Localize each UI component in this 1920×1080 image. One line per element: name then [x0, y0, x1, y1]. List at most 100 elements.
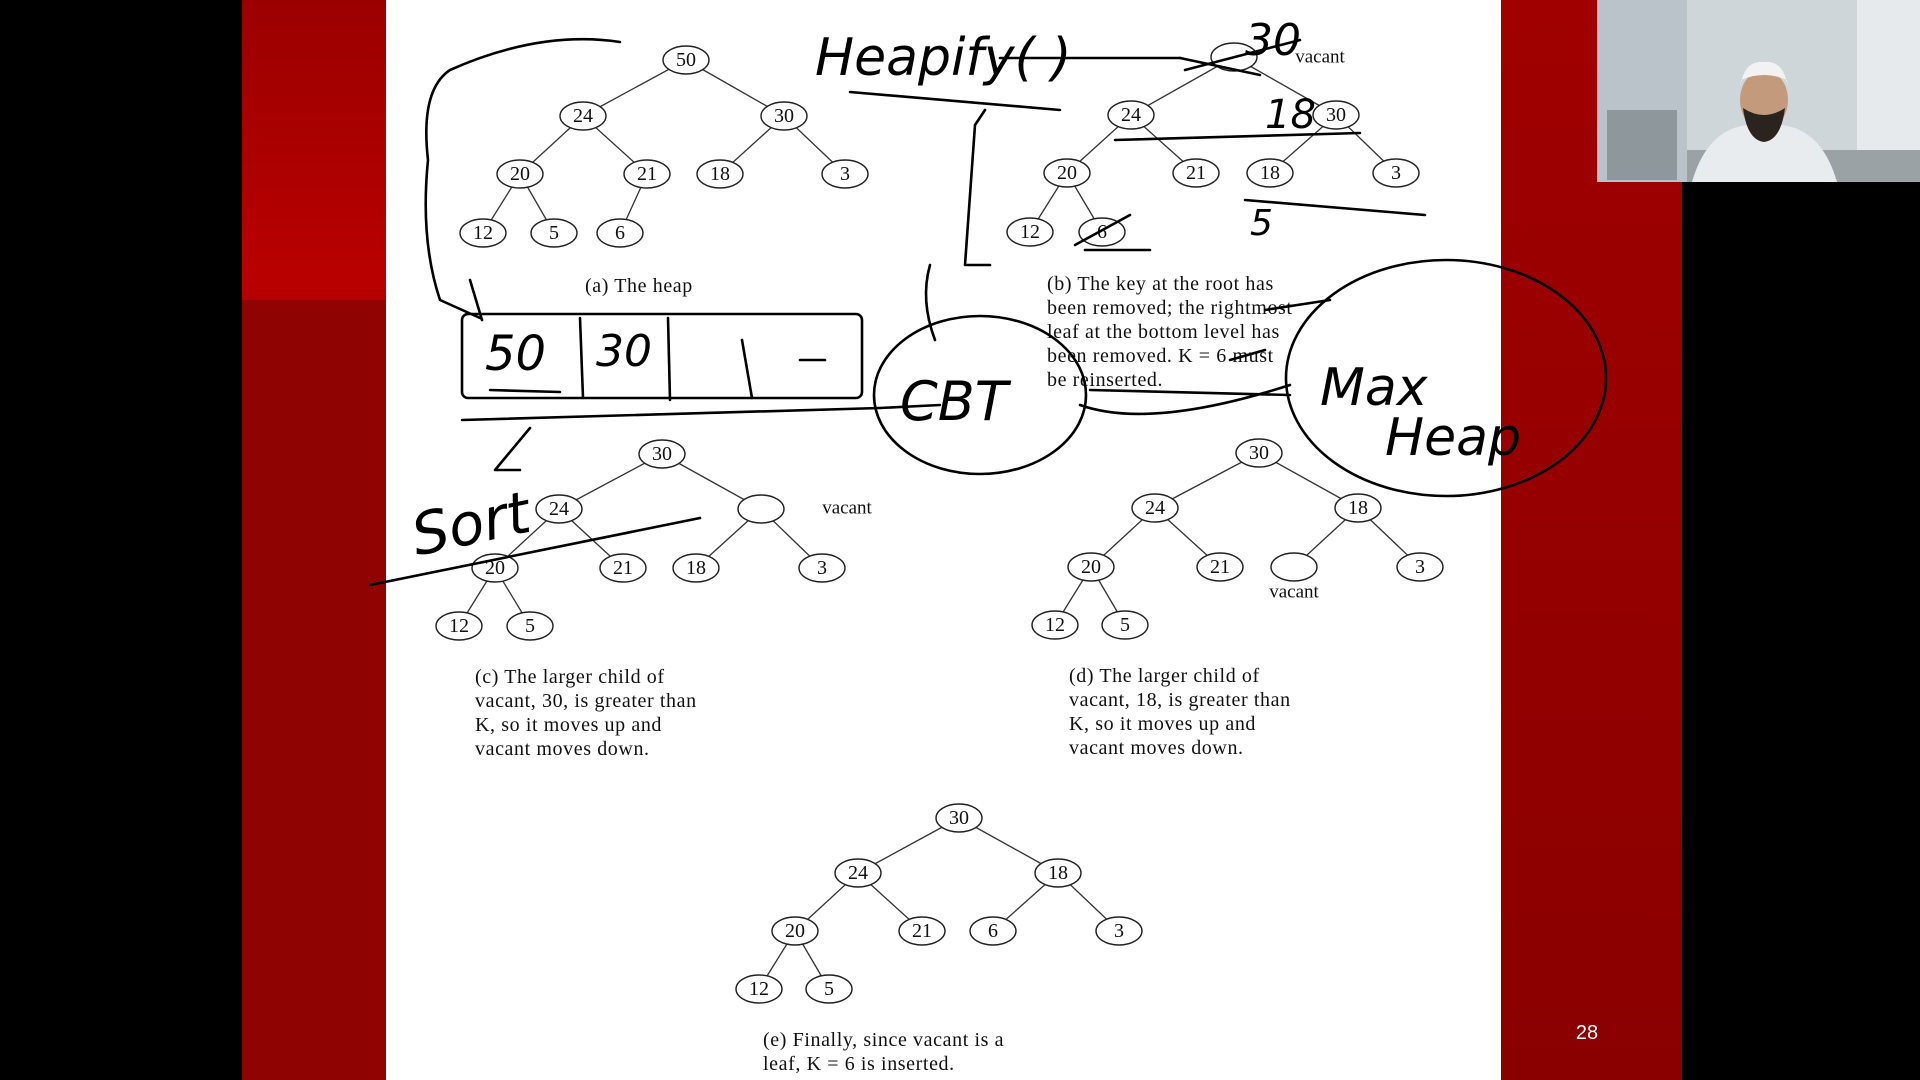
tree-node: 24	[1131, 493, 1179, 523]
tree-node: 3	[1396, 552, 1444, 582]
tree-node: 3	[821, 159, 869, 189]
svg-text:30: 30	[1326, 104, 1346, 126]
svg-text:30: 30	[774, 105, 794, 127]
cbt-annotation: CBT	[900, 370, 1012, 433]
svg-text:18: 18	[1348, 497, 1368, 519]
caption-a: (a) The heap	[585, 275, 693, 297]
svg-text:30: 30	[949, 807, 969, 829]
tree-node	[737, 494, 785, 524]
svg-text:leaf, K = 6 is inserted.: leaf, K = 6 is inserted.	[763, 1053, 955, 1075]
tree-b: vacant 24 30 20 21 18 3 12 6 (b) The key…	[1006, 42, 1420, 391]
svg-text:(c) The larger child of: (c) The larger child of	[475, 666, 665, 688]
svg-text:3: 3	[1415, 556, 1425, 578]
svg-text:K, so it moves up and: K, so it moves up and	[1069, 713, 1256, 735]
svg-text:12: 12	[1045, 614, 1065, 636]
tree-node: 18	[1246, 158, 1294, 188]
tree-node: 18	[696, 159, 744, 189]
svg-text:(d) The larger child of: (d) The larger child of	[1069, 665, 1260, 687]
svg-text:6: 6	[1097, 221, 1107, 243]
svg-text:5: 5	[1120, 614, 1130, 636]
scribble-30: 30	[1245, 15, 1301, 66]
tree-node: 12	[459, 218, 507, 248]
tree-node: 3	[798, 553, 846, 583]
tree-node: 20	[471, 553, 519, 583]
svg-text:been removed; the rightmost: been removed; the rightmost	[1047, 297, 1293, 319]
tree-node: 18	[1034, 858, 1082, 888]
svg-text:12: 12	[449, 615, 469, 637]
tree-node: 12	[1006, 217, 1054, 247]
svg-text:3: 3	[840, 163, 850, 185]
tree-node: 30	[935, 803, 983, 833]
tree-node: 21	[1196, 552, 1244, 582]
svg-text:been removed. K = 6 must: been removed. K = 6 must	[1047, 345, 1274, 367]
caption-c: (c) The larger child of vacant, 30, is g…	[475, 666, 697, 760]
tree-e: 30 24 18 20 21 6 3 12 5 (e) Finally, sin…	[735, 803, 1143, 1075]
svg-text:18: 18	[710, 163, 730, 185]
svg-text:5: 5	[549, 222, 559, 244]
tree-node: 30	[1312, 100, 1360, 130]
slide-page-number: 28	[1575, 1022, 1599, 1044]
tree-node: 20	[1043, 158, 1091, 188]
max-heap-annotation-line2: Heap	[1385, 408, 1521, 468]
svg-text:24: 24	[573, 105, 593, 127]
slide-page	[386, 0, 1501, 1080]
svg-text:18: 18	[1048, 862, 1068, 884]
svg-text:3: 3	[817, 557, 827, 579]
svg-text:vacant, 30, is greater than: vacant, 30, is greater than	[475, 690, 697, 712]
left-red-band	[242, 300, 386, 1080]
max-heap-annotation-line1: Max	[1320, 358, 1429, 418]
svg-text:30: 30	[652, 443, 672, 465]
svg-text:K, so it moves up and: K, so it moves up and	[475, 714, 662, 736]
svg-text:24: 24	[549, 498, 569, 520]
svg-text:5: 5	[824, 978, 834, 1000]
svg-text:3: 3	[1391, 162, 1401, 184]
svg-text:30: 30	[1249, 442, 1269, 464]
tree-a: 50 24 30 20 21 18 3 12 5 6 (a) The heap	[459, 45, 869, 297]
tree-node: 12	[435, 611, 483, 641]
svg-text:6: 6	[615, 222, 625, 244]
svg-text:5: 5	[525, 615, 535, 637]
tree-node: 12	[735, 974, 783, 1004]
tree-node: 5	[1101, 610, 1149, 640]
tree-node	[1270, 552, 1318, 582]
tree-node: 3	[1372, 158, 1420, 188]
tree-node: 30	[760, 101, 808, 131]
tree-node: 5	[530, 218, 578, 248]
tree-node: 18	[1334, 493, 1382, 523]
tree-node: 12	[1031, 610, 1079, 640]
caption-e: (e) Finally, since vacant is a leaf, K =…	[763, 1029, 1003, 1075]
svg-text:12: 12	[749, 978, 769, 1000]
tree-node: 3	[1095, 916, 1143, 946]
tree-node: 24	[559, 101, 607, 131]
scribble-5: 5	[1250, 203, 1273, 244]
vacant-label: vacant	[1269, 582, 1319, 603]
svg-text:21: 21	[1186, 162, 1206, 184]
svg-text:12: 12	[473, 222, 493, 244]
svg-text:vacant moves down.: vacant moves down.	[1069, 737, 1244, 759]
svg-text:leaf at the bottom level has: leaf at the bottom level has	[1047, 321, 1280, 343]
svg-text:6: 6	[988, 920, 998, 942]
tree-c: 30 24 vacant 20 21 18 3 12 5 (c) The lar…	[435, 439, 873, 760]
svg-text:12: 12	[1020, 221, 1040, 243]
tree-node: 21	[599, 553, 647, 583]
tree-node: 24	[834, 858, 882, 888]
svg-text:18: 18	[686, 557, 706, 579]
tree-node: 21	[898, 916, 946, 946]
caption-d: (d) The larger child of vacant, 18, is g…	[1069, 665, 1290, 759]
svg-text:21: 21	[637, 163, 657, 185]
left-black-bar	[0, 0, 242, 1080]
svg-text:50: 50	[676, 49, 696, 71]
scribble-18: 18	[1265, 92, 1316, 138]
svg-text:3: 3	[1114, 920, 1124, 942]
tree-node: 20	[1067, 552, 1115, 582]
svg-text:24: 24	[848, 862, 868, 884]
tree-node: 30	[638, 439, 686, 469]
svg-text:(b) The key at the root has: (b) The key at the root has	[1047, 273, 1274, 295]
tree-node: 6	[969, 916, 1017, 946]
svg-text:20: 20	[485, 557, 505, 579]
svg-text:20: 20	[785, 920, 805, 942]
svg-text:21: 21	[912, 920, 932, 942]
tree-node: 21	[623, 159, 671, 189]
array-cell-50: 50	[485, 326, 546, 382]
